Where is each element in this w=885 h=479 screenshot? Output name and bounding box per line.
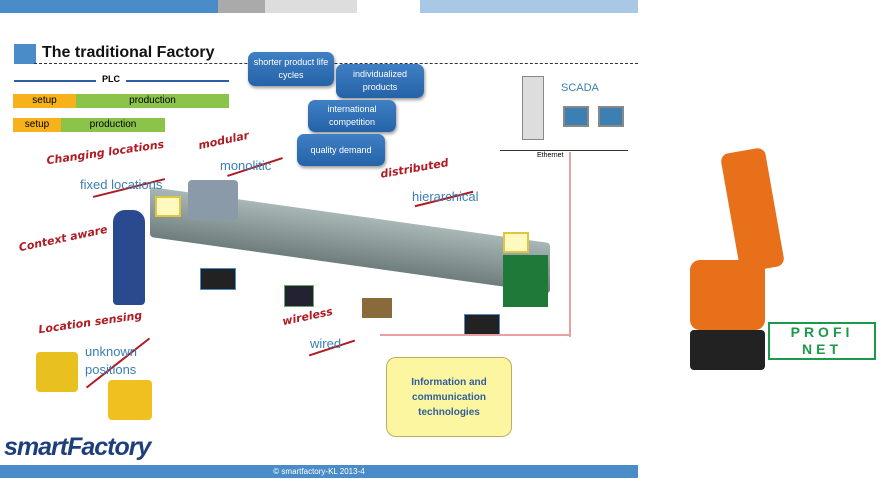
plc-module-icon — [200, 268, 236, 290]
label-distributed: distributed — [379, 156, 450, 181]
top-bar-gray — [218, 0, 265, 13]
setup-bar-1: setup — [13, 94, 76, 108]
label-hierarchical: hierarchical — [412, 189, 479, 204]
ict-callout: Information and communication technologi… — [386, 357, 512, 437]
title-divider — [34, 63, 638, 64]
hmi-monitor-icon — [155, 196, 181, 217]
setup-bar-2: setup — [13, 118, 61, 132]
title-marker — [14, 44, 36, 64]
ethernet-line — [500, 150, 628, 151]
ict-callout-text: Information and communication technologi… — [411, 376, 487, 418]
scada-label: SCADA — [561, 82, 599, 94]
label-unknown-positions: unknown positions — [85, 344, 138, 377]
server-icon — [522, 76, 544, 140]
plc-label: PLC — [96, 74, 126, 84]
bubble-quality-demand: quality demand — [297, 134, 385, 166]
green-conveyor — [503, 255, 548, 307]
top-bar-blue — [0, 0, 218, 13]
forklift-icon — [36, 352, 78, 392]
workstation-icon — [598, 106, 624, 127]
label-wireless: wireless — [281, 304, 334, 329]
storage-module — [188, 180, 238, 220]
ethernet-label: Ethernet — [537, 152, 564, 159]
top-bar-right — [420, 0, 638, 13]
label-modular: modular — [197, 128, 251, 153]
footer-bar: © smartfactory-KL 2013-4 — [0, 465, 638, 478]
crate-icon — [108, 380, 152, 420]
slide-title: The traditional Factory — [42, 44, 215, 61]
bubble-individualized-products: individualized products — [336, 64, 424, 98]
label-fixed-locations: fixed locations — [80, 177, 163, 192]
workstation-icon — [563, 106, 589, 127]
hmi-monitor-icon — [503, 232, 529, 253]
production-bar-2: production — [61, 118, 165, 132]
worker-figure — [113, 210, 145, 305]
robot-arm-image — [690, 147, 786, 372]
label-monolitic: monolitic — [220, 158, 272, 173]
label-wired: wired — [310, 336, 342, 351]
label-changing-locations: Changing locations — [45, 137, 165, 168]
bubble-shorter-life-cycles: shorter product life cycles — [248, 52, 334, 86]
ethernet-cable — [380, 334, 570, 336]
plc-module-icon — [464, 314, 500, 336]
smartfactory-logo: smartFactory — [4, 433, 151, 461]
ethernet-cable — [569, 152, 571, 337]
label-context-aware: Context aware — [17, 222, 109, 255]
production-bar-1: production — [76, 94, 229, 108]
plc-module-icon — [362, 298, 392, 318]
top-bar-light — [265, 0, 357, 13]
label-location-sensing: Location sensing — [37, 308, 144, 337]
plc-module-icon — [284, 285, 314, 307]
bubble-international-competition: international competition — [308, 100, 396, 132]
